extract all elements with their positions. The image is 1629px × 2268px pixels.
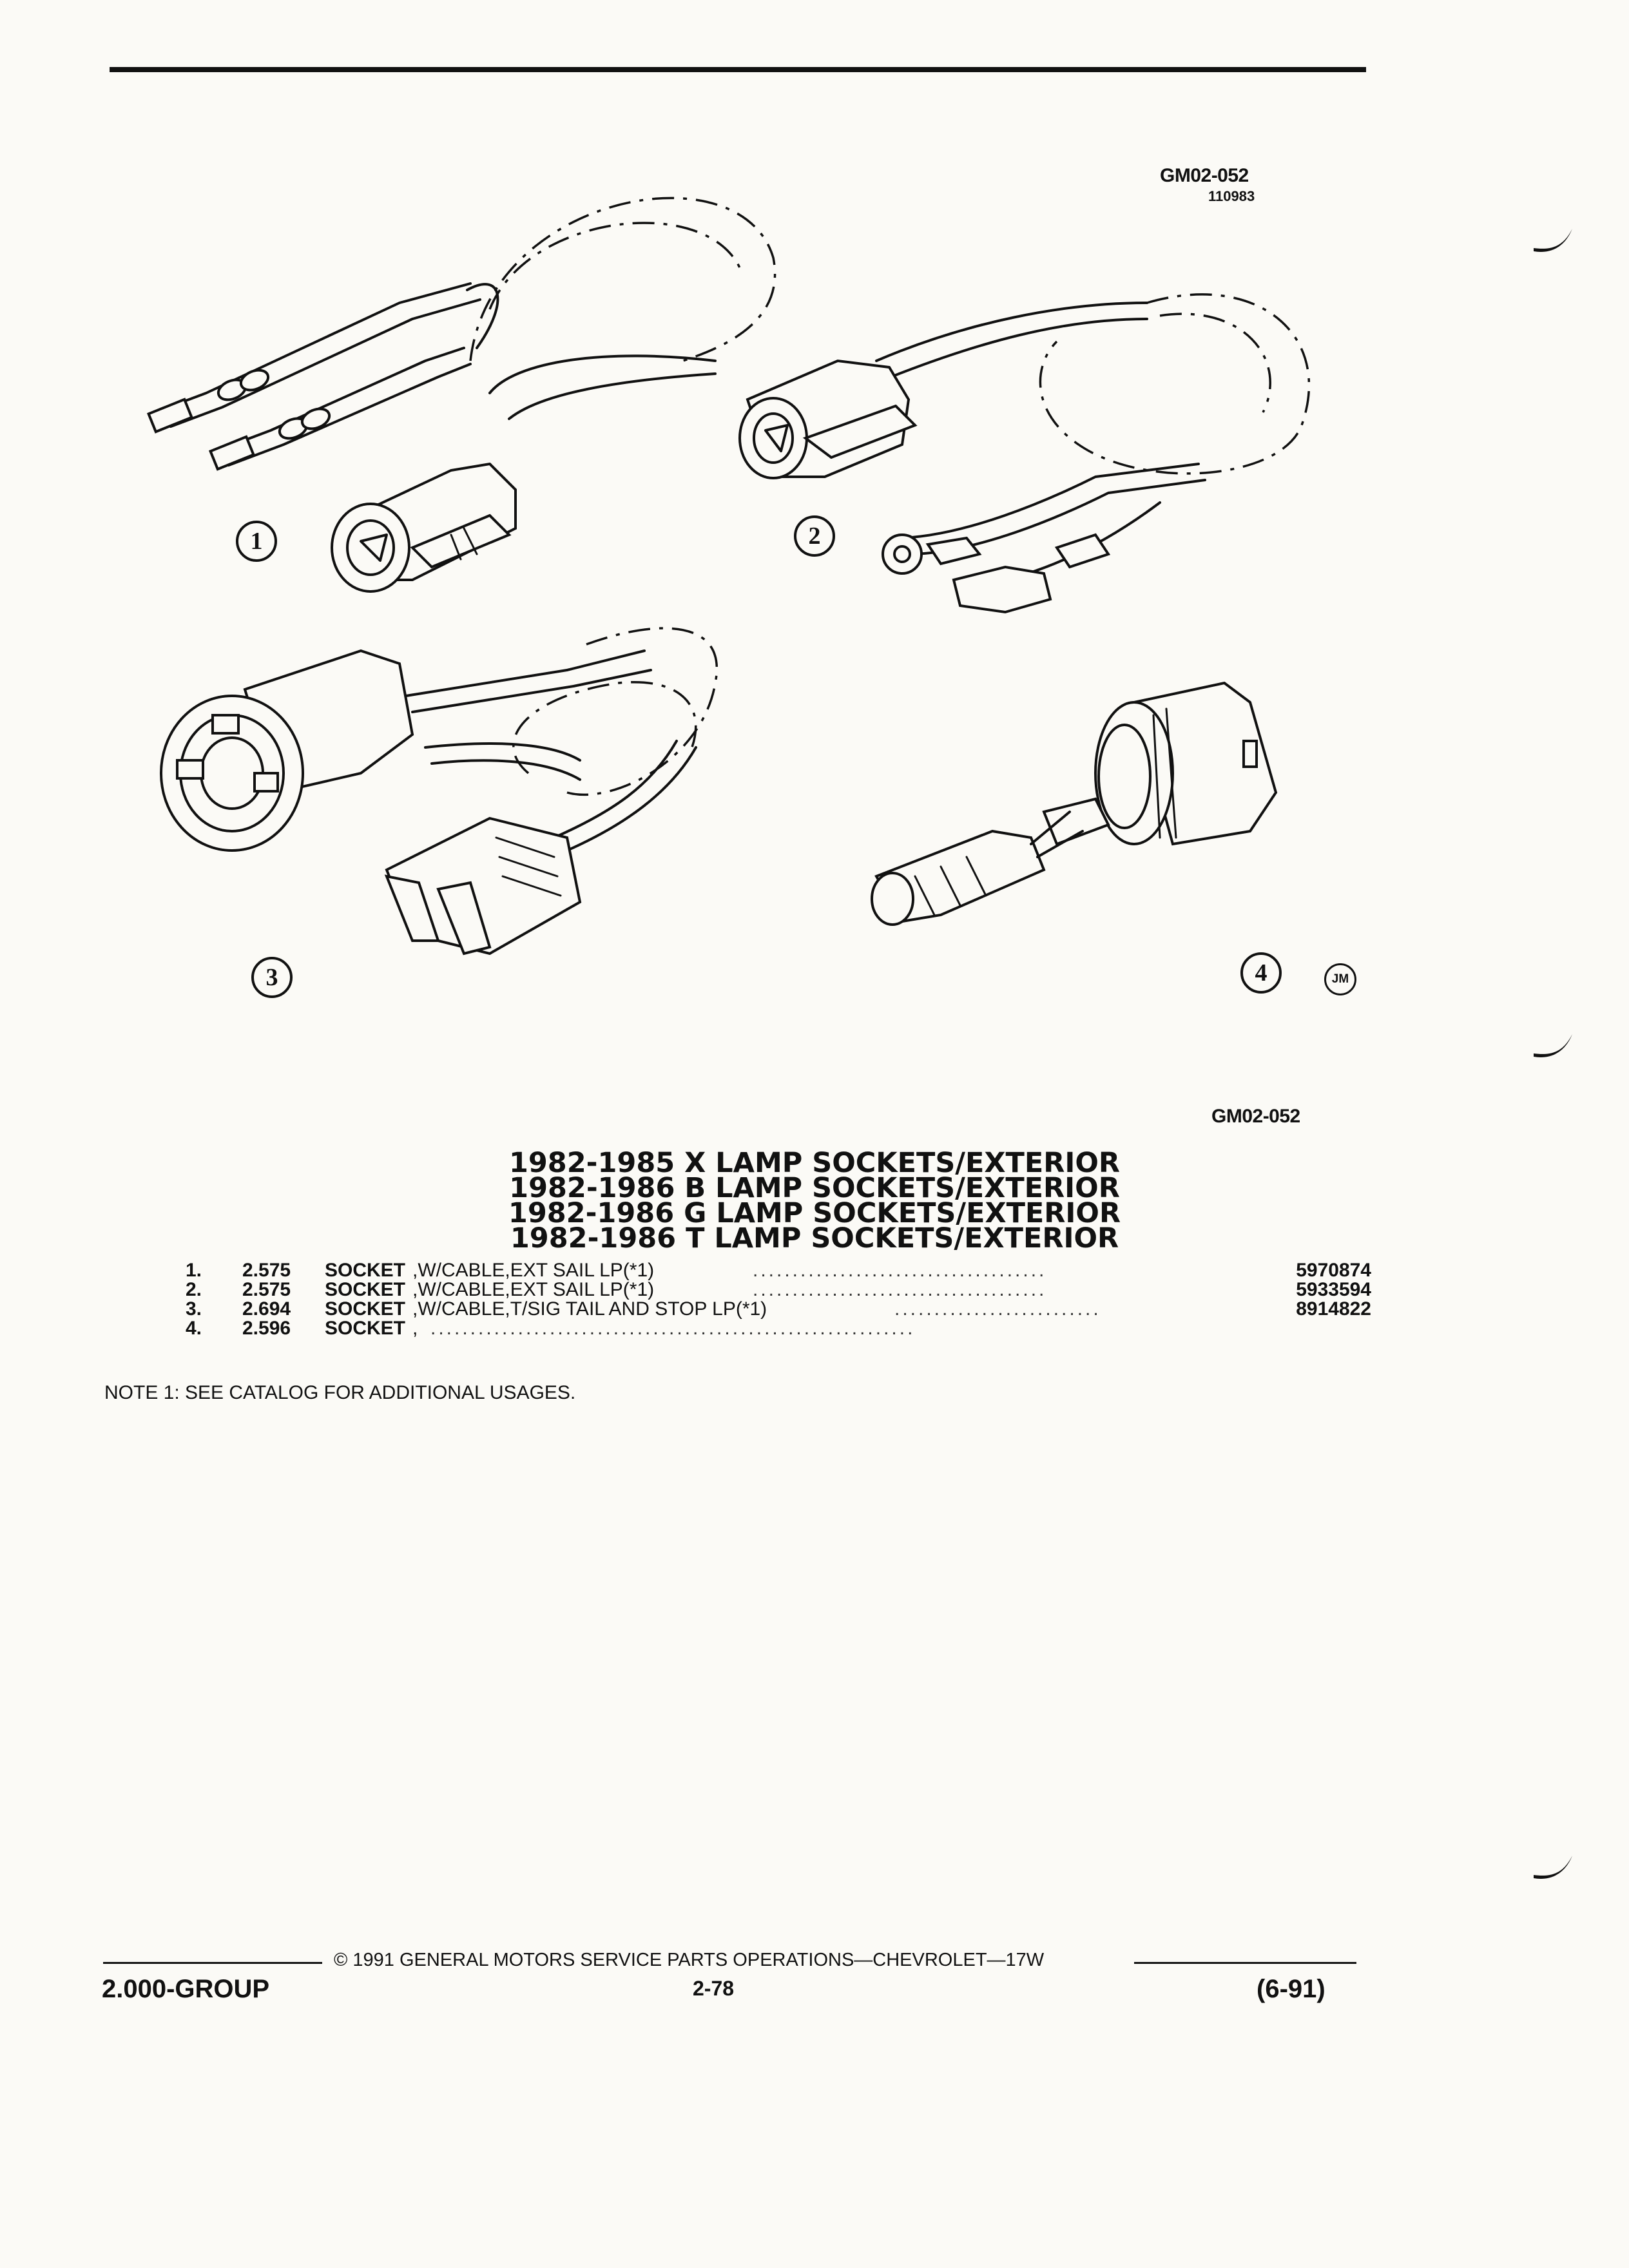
item-ref: 2.575 [242,1260,291,1281]
figure-bottom-code: GM02-052 [1211,1106,1300,1127]
title-line: 1982-1986 T LAMP SOCKETS/EXTERIOR [510,1222,1119,1254]
item-number: 2. [186,1279,202,1300]
date-code: (6-91) [1257,1975,1325,2003]
figure-sub-code: 110983 [1208,188,1255,204]
title-line: 1982-1986 G LAMP SOCKETS/EXTERIOR [508,1197,1121,1229]
artist-mark: JM [1324,963,1356,995]
part-number: 5970874 [1296,1260,1371,1281]
item-description: ,W/CABLE,EXT SAIL LP(*1) [412,1279,655,1300]
figure-code: GM02-052 [1160,165,1249,186]
callout-2: 2 [794,515,835,557]
item-ref: 2.694 [242,1298,291,1320]
item-ref: 2.596 [242,1318,291,1339]
item-description: , [412,1318,418,1339]
item-name: SOCKET [325,1279,406,1300]
leader-dots: ..................................... [753,1260,1047,1281]
leader-dots: ........................................… [430,1318,916,1339]
item-name: SOCKET [325,1318,406,1339]
item-description: ,W/CABLE,EXT SAIL LP(*1) [412,1260,655,1281]
page-number: 2-78 [693,1977,735,2000]
item-ref: 2.575 [242,1279,291,1300]
list-item: 4. 2.596 SOCKET , ......................… [186,1318,1371,1343]
footer-rule-right [1134,1962,1356,1964]
callout-4: 4 [1240,952,1282,994]
list-item: 2. 2.575 SOCKET ,W/CABLE,EXT SAIL LP(*1)… [186,1279,1371,1305]
list-item: 3. 2.694 SOCKET ,W/CABLE,T/SIG TAIL AND … [186,1298,1371,1324]
leader-dots: ..................................... [753,1279,1047,1300]
title-line: 1982-1986 B LAMP SOCKETS/EXTERIOR [509,1172,1120,1204]
callout-1: 1 [236,521,277,562]
item-name: SOCKET [325,1298,406,1320]
item-number: 3. [186,1298,202,1320]
group-label: 2.000-GROUP [102,1975,270,2003]
header-rule [110,67,1366,72]
part-number: 8914822 [1296,1298,1371,1320]
item-description: ,W/CABLE,T/SIG TAIL AND STOP LP(*1) [412,1298,767,1320]
part-number: 5933594 [1296,1279,1371,1300]
item-name: SOCKET [325,1260,406,1281]
note-text: NOTE 1: SEE CATALOG FOR ADDITIONAL USAGE… [104,1382,576,1403]
list-item: 1. 2.575 SOCKET ,W/CABLE,EXT SAIL LP(*1)… [186,1260,1371,1285]
leader-dots: .......................... [894,1298,1101,1320]
item-number: 1. [186,1260,202,1281]
title-line: 1982-1985 X LAMP SOCKETS/EXTERIOR [508,1147,1121,1179]
item-number: 4. [186,1318,202,1339]
footer-rule-left [103,1962,322,1964]
copyright-text: © 1991 GENERAL MOTORS SERVICE PARTS OPER… [334,1950,1045,1970]
callout-3: 3 [251,957,293,998]
